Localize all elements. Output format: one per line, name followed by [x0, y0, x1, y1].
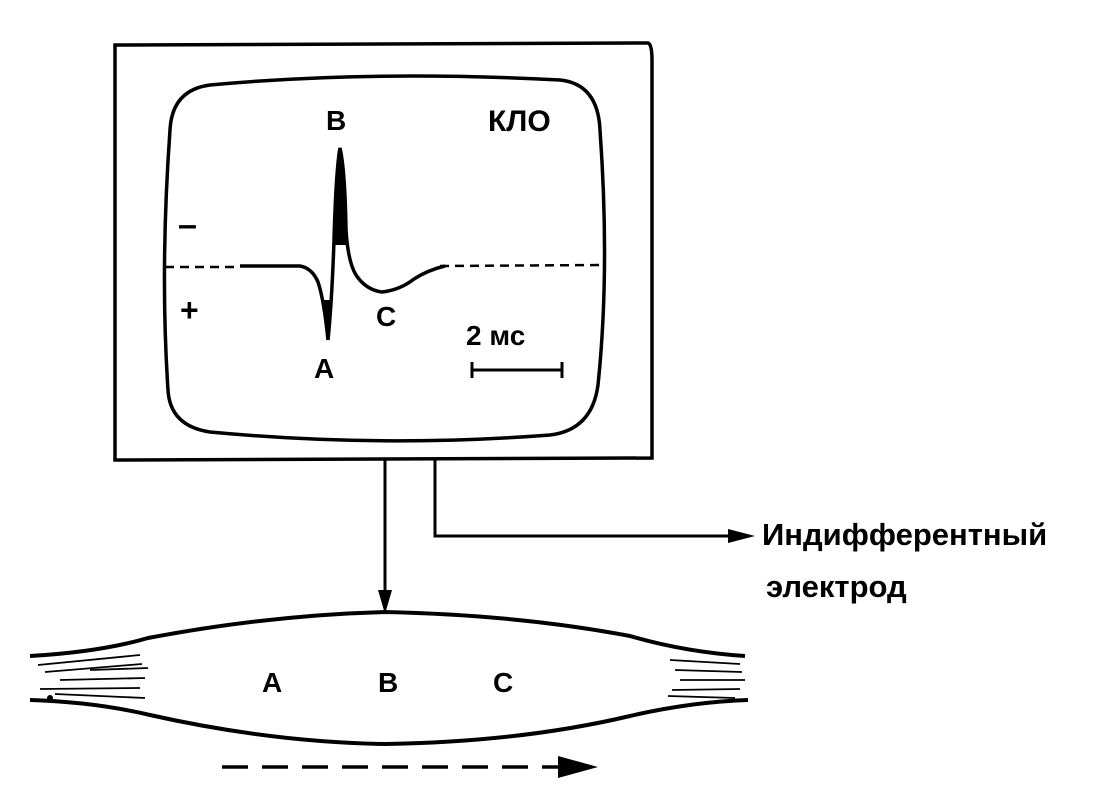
waveform-label-c: C — [376, 301, 396, 332]
left-tendon-dot — [47, 695, 53, 701]
baseline-right — [439, 263, 606, 268]
muscle-fiber-outline-bottom — [29, 698, 749, 747]
oscilloscope-screen — [162, 74, 607, 443]
waveform-label-b: B — [326, 105, 346, 136]
scale-bar-label: 2 мс — [466, 320, 525, 351]
waveform-spike-fill — [334, 148, 346, 245]
muscle-label-a: A — [262, 667, 282, 698]
muscle-label-c: C — [493, 667, 513, 698]
muscle-label-b: B — [378, 667, 398, 698]
waveform-label-a: A — [314, 353, 334, 384]
left-tendon — [37, 654, 149, 699]
waveform-trough-fill — [322, 300, 332, 340]
indifferent-electrode-wire — [433, 460, 735, 538]
polarity-plus: + — [180, 292, 199, 328]
indifferent-electrode-label-line1: Индифферентный — [762, 517, 1048, 552]
propagation-arrowhead — [558, 756, 598, 778]
oscilloscope-housing — [113, 41, 654, 462]
recording-electrode-arrowhead — [378, 590, 392, 614]
muscle-fiber-outline — [29, 609, 746, 658]
device-label: КЛО — [488, 105, 551, 138]
indifferent-electrode-arrowhead — [728, 529, 755, 543]
polarity-minus: – — [178, 206, 197, 244]
right-tendon — [667, 659, 745, 699]
indifferent-electrode-label-line2: электрод — [766, 569, 907, 604]
